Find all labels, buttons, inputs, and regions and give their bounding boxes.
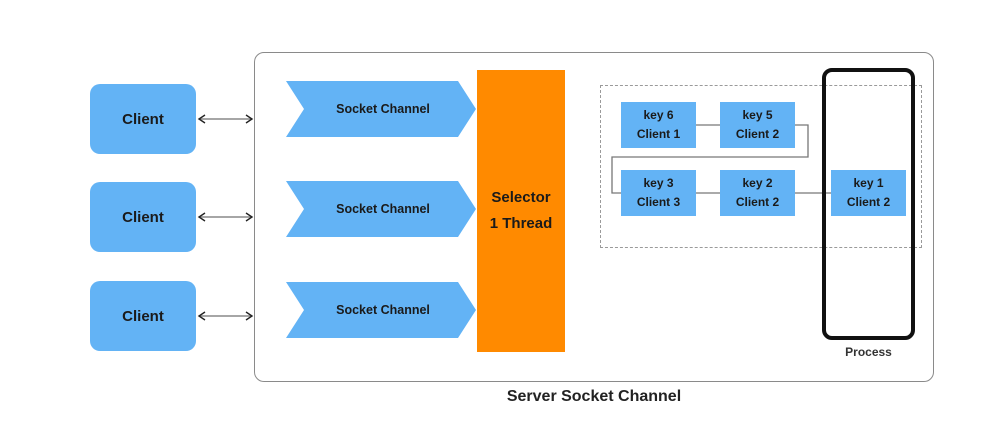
- bidirectional-arrow-1: [197, 114, 254, 124]
- key-box-2: key 2 Client 2: [720, 170, 795, 216]
- key-client-label: Client 1: [636, 127, 681, 141]
- socket-channel-1: Socket Channel: [286, 81, 476, 137]
- key-label: key 2: [742, 176, 773, 190]
- bidirectional-arrow-3: [197, 311, 254, 321]
- client-label: Client: [122, 307, 164, 325]
- key-box-3: key 3 Client 3: [621, 170, 696, 216]
- socket-channel-label: Socket Channel: [336, 303, 430, 317]
- key-label: key 1: [853, 176, 884, 190]
- client-box-2: Client: [90, 182, 196, 252]
- socket-channel-label: Socket Channel: [336, 202, 430, 216]
- selector-box: Selector 1 Thread: [477, 70, 565, 352]
- key-box-5: key 5 Client 2: [720, 102, 795, 148]
- bidirectional-arrow-2: [197, 212, 254, 222]
- client-box-1: Client: [90, 84, 196, 154]
- key-client-label: Client 2: [735, 127, 780, 141]
- process-frame: [822, 68, 915, 340]
- selector-title: Selector: [491, 189, 551, 206]
- key-chain-links: [611, 124, 831, 194]
- key-client-label: Client 2: [846, 195, 891, 209]
- server-socket-channel-label: Server Socket Channel: [506, 388, 682, 405]
- key-label: key 5: [742, 108, 773, 122]
- process-label: Process: [845, 345, 892, 359]
- client-box-3: Client: [90, 281, 196, 351]
- key-label: key 6: [643, 108, 674, 122]
- key-box-1: key 1 Client 2: [831, 170, 906, 216]
- selector-thread-count: 1 Thread: [489, 215, 553, 232]
- server-socket-channel-box: [254, 52, 934, 382]
- socket-channel-label: Socket Channel: [336, 102, 430, 116]
- key-client-label: Client 3: [636, 195, 681, 209]
- selected-keys-region: [600, 85, 922, 248]
- key-label: key 3: [643, 176, 674, 190]
- socket-channel-2: Socket Channel: [286, 181, 476, 237]
- key-client-label: Client 2: [735, 195, 780, 209]
- socket-channel-3: Socket Channel: [286, 282, 476, 338]
- client-label: Client: [122, 110, 164, 128]
- key-box-6: key 6 Client 1: [621, 102, 696, 148]
- client-label: Client: [122, 208, 164, 226]
